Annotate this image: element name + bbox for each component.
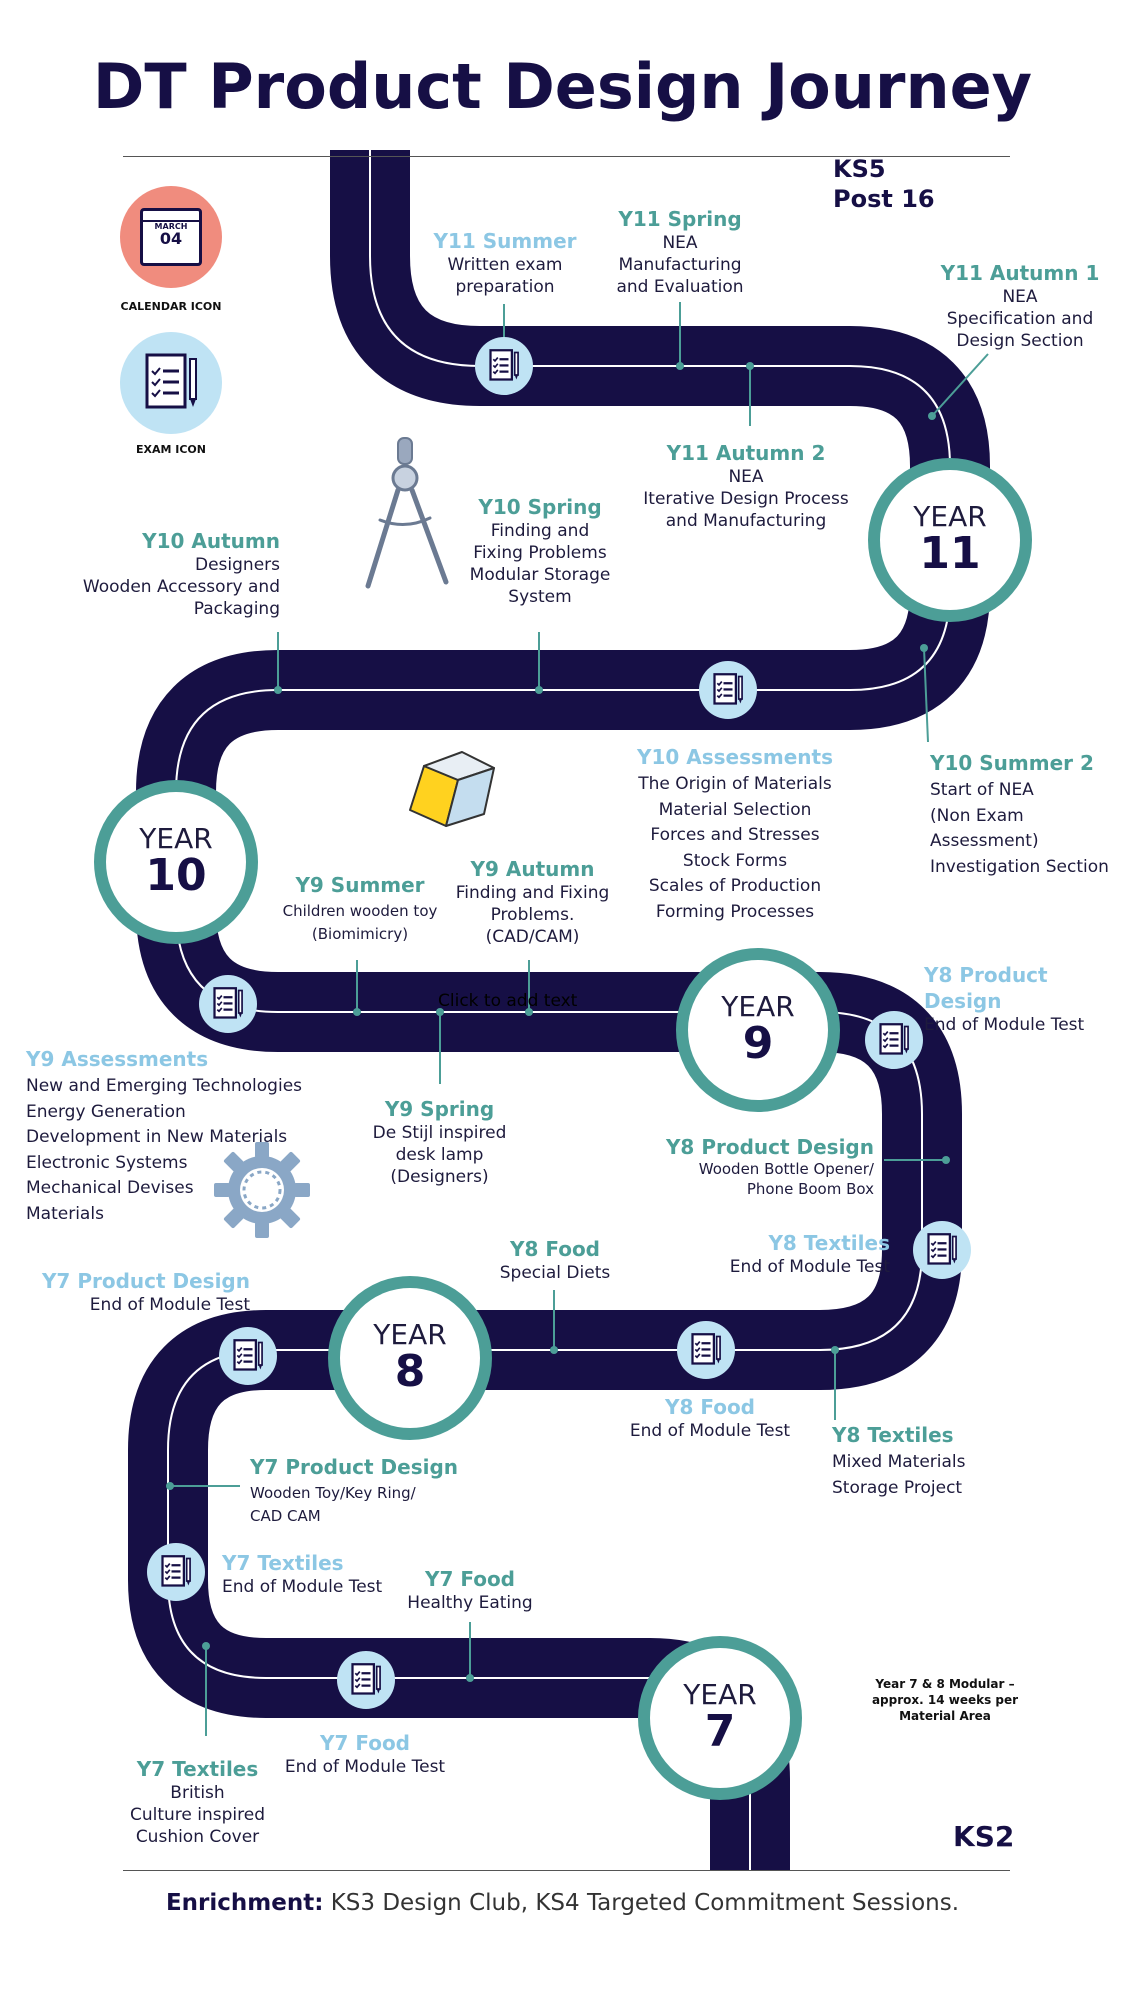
exam-icon [120, 332, 222, 434]
year-number: 7 [704, 1705, 736, 1757]
exam-icon [147, 1543, 205, 1601]
cube-icon [409, 751, 495, 827]
calendar-month: MARCH [154, 222, 188, 231]
ks2-label: KS2 [953, 1820, 1015, 1853]
enrichment-label: Enrichment: [165, 1890, 324, 1916]
year-number: 10 [145, 849, 207, 901]
overlay-placeholder-text[interactable]: Click to add text [438, 991, 578, 1011]
exam-icon [219, 1327, 277, 1385]
exam-icon [677, 1321, 735, 1379]
ks5-label: KS5 Post 16 [833, 155, 935, 213]
page-title: DT Product Design Journey [92, 50, 1033, 123]
bottom-divider [123, 1870, 1010, 1871]
calendar-icon-caption: CALENDAR ICON [120, 300, 222, 313]
exam-icon [913, 1221, 971, 1279]
year-word: YEAR [373, 1317, 447, 1351]
enrichment-footer: Enrichment: KS3 Design Club, KS4 Targete… [0, 1890, 1125, 1916]
gear-icon [214, 1142, 310, 1238]
year-number: 11 [919, 527, 981, 579]
compass-icon [365, 437, 449, 589]
year-word: YEAR [139, 821, 213, 855]
year-word: YEAR [721, 989, 795, 1023]
top-divider [123, 156, 1010, 157]
calendar-day: 04 [159, 229, 183, 248]
year-number: 8 [394, 1345, 426, 1397]
year-number: 9 [742, 1017, 774, 1069]
exam-icon [699, 661, 757, 719]
exam-icon-caption: EXAM ICON [135, 443, 206, 456]
year-word: YEAR [913, 499, 987, 533]
exam-icon [199, 975, 257, 1033]
enrichment-text: KS3 Design Club, KS4 Targeted Commitment… [330, 1890, 960, 1916]
exam-icon [865, 1011, 923, 1069]
calendar-icon: MARCH 04 [120, 186, 222, 288]
exam-icon [337, 1651, 395, 1709]
modular-note: Year 7 & 8 Modular – approx. 14 weeks pe… [871, 1677, 1019, 1724]
exam-icon [475, 337, 533, 395]
year-word: YEAR [683, 1677, 757, 1711]
